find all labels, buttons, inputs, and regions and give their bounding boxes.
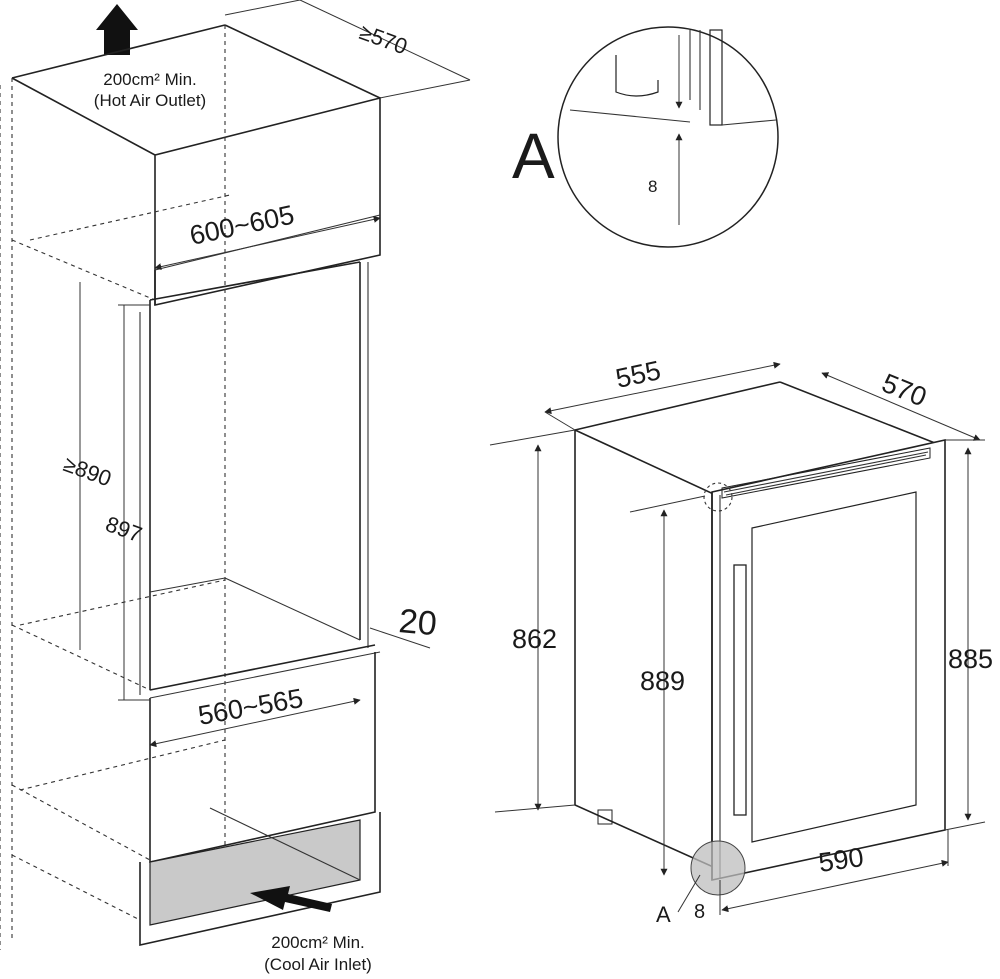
height-inner-label: 897 (102, 511, 145, 547)
width-top-label: 600~605 (187, 200, 297, 251)
cabinet-drawing: 200cm² Min. (Hot Air Outlet) ≥570 600~60… (0, 0, 471, 974)
hot-air-arrow-icon (96, 4, 138, 55)
height-outer-label: ≥890 (60, 451, 114, 491)
marker-letter: A (656, 902, 671, 927)
door-height-label: 889 (640, 666, 685, 696)
body-height-label: 862 (512, 624, 557, 654)
total-height-label: 885 (948, 644, 993, 674)
bottom-vent-label: 200cm² Min. (271, 933, 365, 952)
detail-gap-label: 8 (648, 177, 657, 196)
width-door-label: 590 (817, 842, 866, 878)
detail-a-letter: A (512, 120, 555, 192)
gap-label: 20 (397, 602, 438, 643)
cool-air-arrow-icon (250, 886, 332, 912)
bottom-vent-sublabel: (Cool Air Inlet) (264, 955, 372, 974)
detail-a: A 8 (512, 26, 779, 248)
top-vent-sublabel: (Hot Air Outlet) (94, 91, 206, 110)
door-handle (733, 564, 747, 816)
depth-label: 570 (878, 368, 931, 413)
width-label: 555 (613, 355, 663, 394)
depth-top-label: ≥570 (356, 19, 410, 59)
top-vent-label: 200cm² Min. (103, 70, 197, 89)
appliance-drawing: 555 570 862 889 885 590 A 8 (489, 355, 993, 927)
detail-marker (690, 840, 746, 896)
marker-gap-label: 8 (694, 901, 705, 923)
